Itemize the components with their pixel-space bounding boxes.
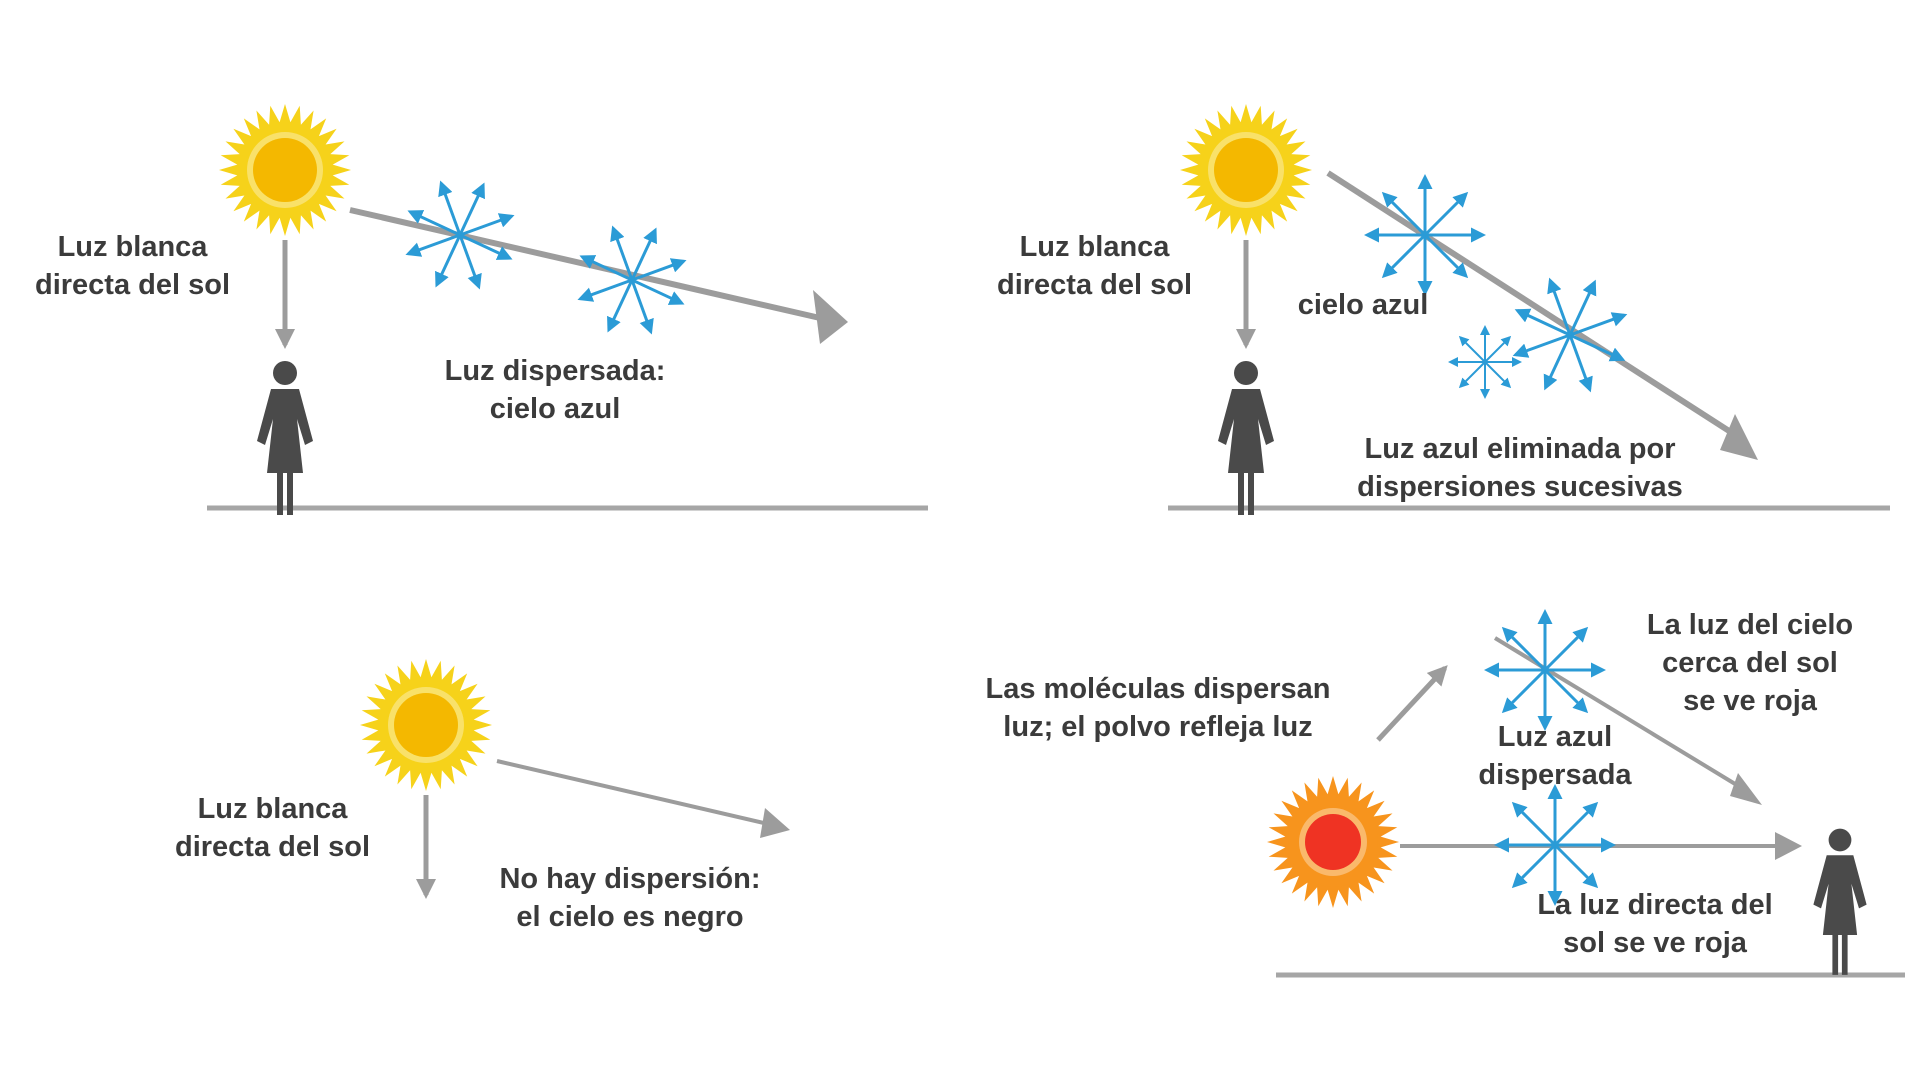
- person-icon: [257, 361, 313, 515]
- panel-2: [1168, 104, 1890, 515]
- reflection-arrow: [1376, 665, 1448, 742]
- person-icon: [1218, 361, 1274, 515]
- sun-icon: [1180, 104, 1312, 236]
- panel-1: [207, 104, 928, 515]
- scatter-icon: [577, 225, 687, 335]
- scatter-icon: [1364, 174, 1486, 296]
- person-icon: [1813, 828, 1867, 975]
- scatter-icon: [1512, 277, 1628, 393]
- panel-3: [360, 659, 790, 899]
- sun-icon: [360, 659, 492, 791]
- red-sun-icon: [1267, 776, 1399, 908]
- unscattered-ray: [496, 759, 790, 838]
- scatter-icon: [1448, 325, 1522, 399]
- scatter-icon: [1484, 609, 1606, 731]
- scattered-light-ray: [349, 207, 848, 344]
- blue-sky-label: cielo azul: [1297, 289, 1429, 321]
- scattered-light-label: Luz dispersada:cielo azul: [444, 355, 666, 425]
- no-scatter-label: No hay dispersión:el cielo es negro: [499, 863, 761, 933]
- scatter-icon: [405, 180, 515, 290]
- scatter-icon: [1494, 784, 1616, 906]
- panel-4: [1267, 609, 1905, 978]
- depleted-light-ray: [1326, 170, 1758, 460]
- sun-icon: [219, 104, 351, 236]
